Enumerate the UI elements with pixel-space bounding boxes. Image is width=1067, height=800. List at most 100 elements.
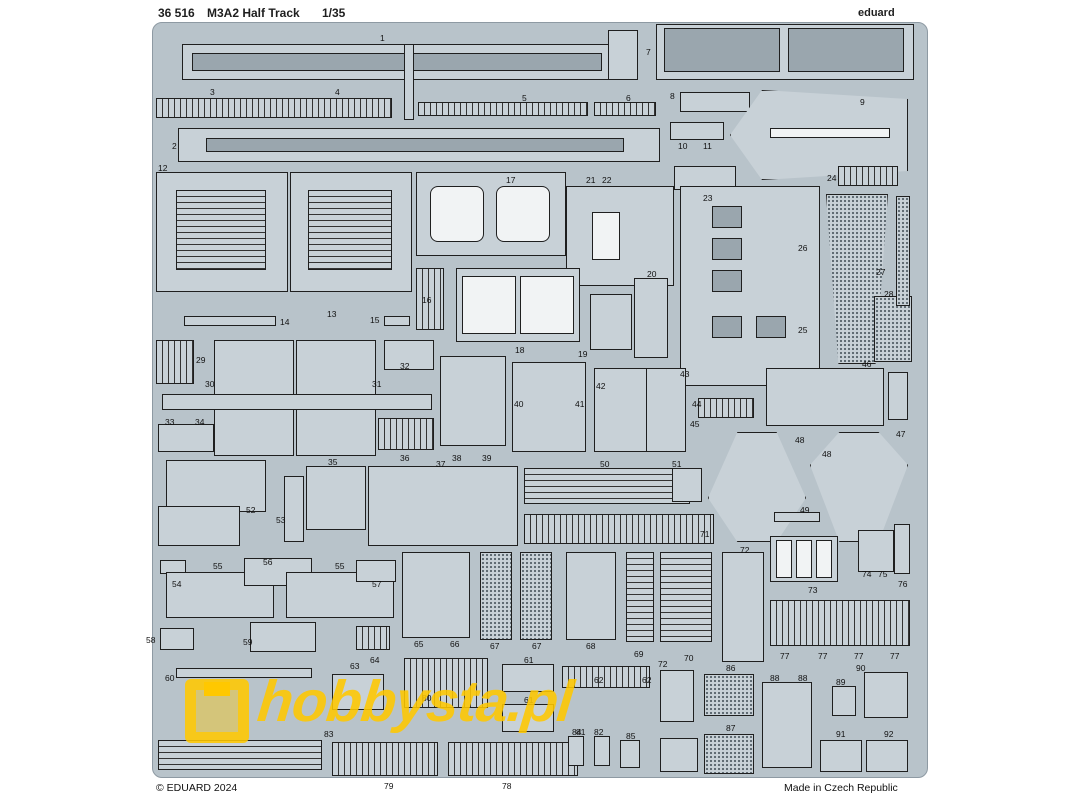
part-number-19: 19 xyxy=(578,349,588,359)
part-26-c xyxy=(712,270,742,292)
part-12-vent xyxy=(176,190,266,270)
part-number-13: 13 xyxy=(327,309,337,319)
part-number-83: 83 xyxy=(324,729,334,739)
part-number-36: 36 xyxy=(400,453,410,463)
part-number-34: 34 xyxy=(195,417,205,427)
part-number-59: 59 xyxy=(243,637,253,647)
part-84 xyxy=(568,736,584,766)
part-19 xyxy=(590,294,632,350)
part-number-61-b: 61 xyxy=(524,695,534,705)
watermark-logo-icon xyxy=(185,679,249,743)
part-number-26: 26 xyxy=(798,243,808,253)
part-number-61-a: 61 xyxy=(524,655,534,665)
part-number-52: 52 xyxy=(246,505,256,515)
part-number-63: 63 xyxy=(350,661,360,671)
part-number-38: 38 xyxy=(452,453,462,463)
part-64 xyxy=(356,626,390,650)
part-number-32: 32 xyxy=(400,361,410,371)
part-1-sprue xyxy=(404,44,414,120)
part-number-4: 4 xyxy=(335,87,340,97)
part-number-60: 60 xyxy=(165,673,175,683)
part-number-68: 68 xyxy=(586,641,596,651)
part-46 xyxy=(766,368,884,426)
part-number-29: 29 xyxy=(196,355,206,365)
part-70 xyxy=(660,552,712,642)
part-28 xyxy=(874,296,912,362)
part-number-1: 1 xyxy=(380,33,385,43)
part-9-cut xyxy=(770,128,890,138)
part-number-62-a: 62 xyxy=(594,675,604,685)
part-number-23: 23 xyxy=(703,193,713,203)
made-in: Made in Czech Republic xyxy=(784,782,898,794)
part-10-11 xyxy=(670,122,724,140)
part-38-39 xyxy=(440,356,506,446)
part-71 xyxy=(524,514,714,544)
part-22-center xyxy=(592,212,620,260)
part-number-77-b: 77 xyxy=(818,651,828,661)
part-15 xyxy=(384,316,410,326)
part-number-28: 28 xyxy=(884,289,894,299)
part-number-25: 25 xyxy=(798,325,808,335)
part-28-strip xyxy=(896,196,910,306)
part-74-75 xyxy=(858,530,894,572)
part-17-a xyxy=(430,186,484,242)
part-number-89: 89 xyxy=(836,677,846,687)
part-49 xyxy=(774,512,820,522)
part-80 xyxy=(404,658,488,708)
part-number-84: 84 xyxy=(572,727,582,737)
part-24 xyxy=(838,166,898,186)
part-13-vent xyxy=(308,190,392,270)
part-51 xyxy=(672,468,702,502)
part-69 xyxy=(626,552,654,642)
part-number-3: 3 xyxy=(210,87,215,97)
copyright: © EDUARD 2024 xyxy=(156,782,238,794)
part-50 xyxy=(524,468,690,504)
part-number-56: 56 xyxy=(263,557,273,567)
part-number-69: 69 xyxy=(634,649,644,659)
part-number-77-a: 77 xyxy=(780,651,790,661)
part-number-76: 76 xyxy=(898,579,908,589)
part-68 xyxy=(566,552,616,640)
part-number-33: 33 xyxy=(165,417,175,427)
part-29 xyxy=(156,340,194,384)
part-number-58: 58 xyxy=(146,635,156,645)
part-number-5: 5 xyxy=(522,93,527,103)
part-number-2: 2 xyxy=(172,141,177,151)
part-number-88-a: 88 xyxy=(770,673,780,683)
part-number-71: 71 xyxy=(700,529,710,539)
part-79 xyxy=(332,742,438,776)
part-number-11: 11 xyxy=(703,141,712,151)
part-number-20: 20 xyxy=(647,269,657,279)
part-number-24: 24 xyxy=(827,173,837,183)
part-85 xyxy=(620,740,640,768)
part-number-85: 85 xyxy=(626,731,636,741)
part-number-55-b: 55 xyxy=(335,561,345,571)
part-35 xyxy=(306,466,366,530)
part-1-end xyxy=(608,30,638,80)
part-62 xyxy=(562,666,650,688)
part-18-a xyxy=(462,276,516,334)
part-number-65: 65 xyxy=(414,639,424,649)
part-number-57: 57 xyxy=(372,579,382,589)
part-73-b xyxy=(796,540,812,578)
part-52-base xyxy=(158,506,240,546)
part-number-77-d: 77 xyxy=(890,651,900,661)
part-number-70: 70 xyxy=(684,653,694,663)
part-84-b xyxy=(594,736,610,766)
part-number-53: 53 xyxy=(276,515,286,525)
part-number-7: 7 xyxy=(646,47,651,57)
part-number-75: 75 xyxy=(878,569,888,579)
part-78 xyxy=(448,742,578,776)
part-number-42: 42 xyxy=(596,381,606,391)
part-number-8: 8 xyxy=(670,91,675,101)
part-7-a xyxy=(664,28,780,72)
watermark: hobbysta.pl xyxy=(182,669,576,750)
part-number-79: 79 xyxy=(384,781,394,791)
part-number-27: 27 xyxy=(876,267,886,277)
part-number-55-a: 55 xyxy=(213,561,223,571)
part-52 xyxy=(166,460,266,512)
part-number-67-b: 67 xyxy=(532,641,542,651)
part-number-22: 22 xyxy=(602,175,612,185)
part-number-90: 90 xyxy=(856,663,866,673)
part-number-16: 16 xyxy=(422,295,432,305)
